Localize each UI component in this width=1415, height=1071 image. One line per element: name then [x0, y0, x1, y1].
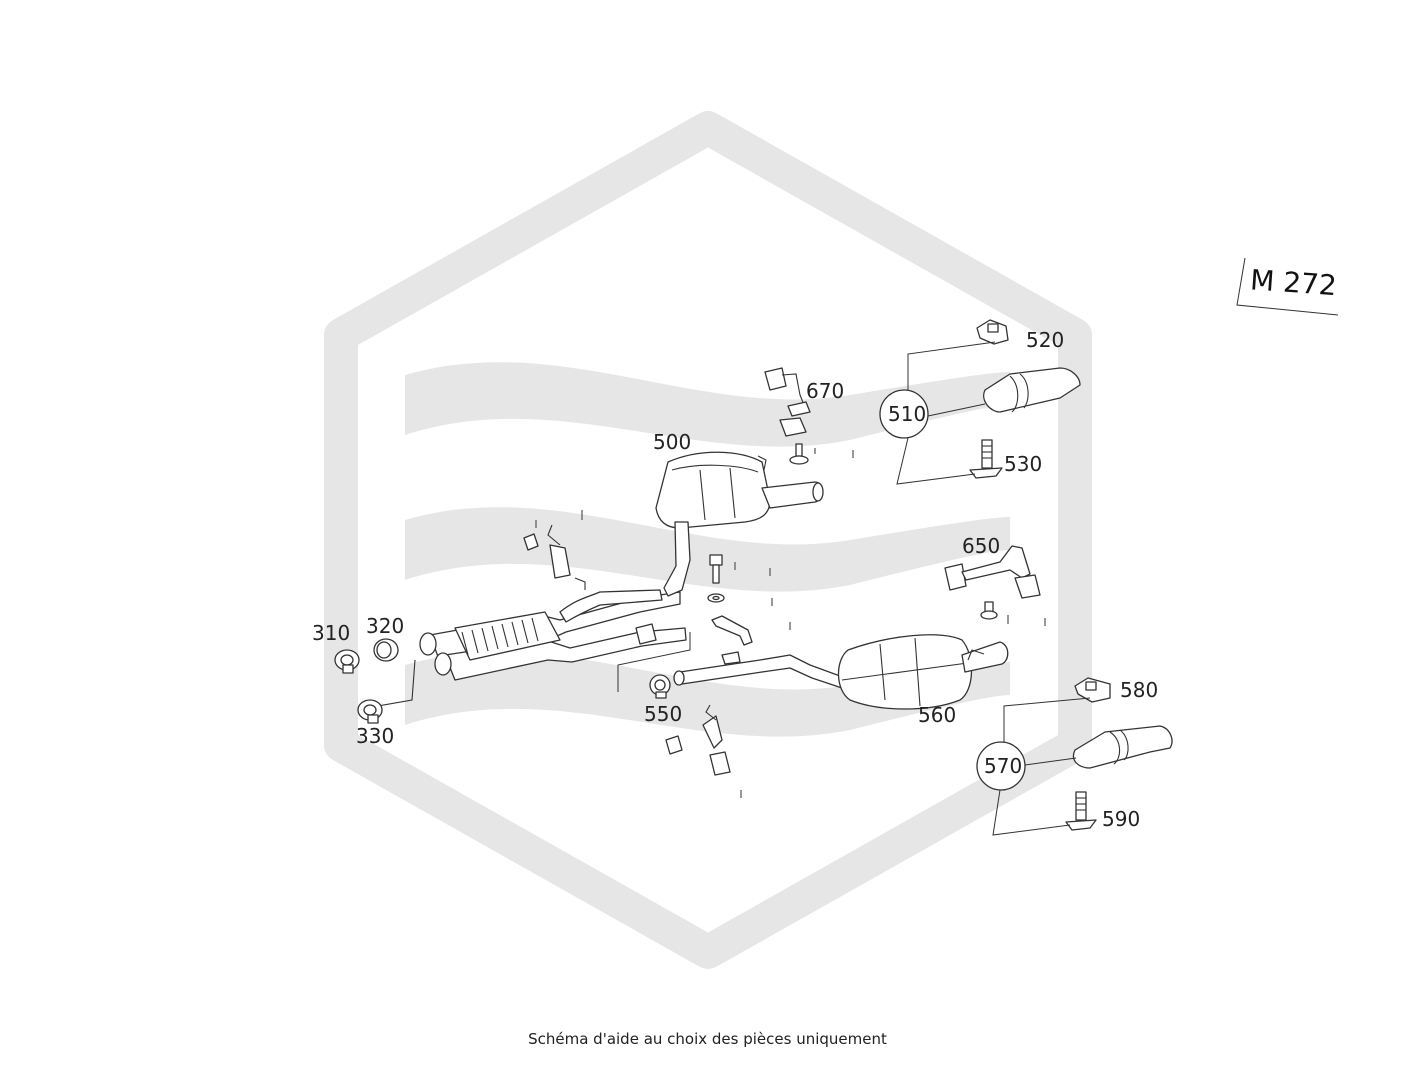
- hanger-670[interactable]: [764, 367, 854, 465]
- middle-muffler-500[interactable]: [655, 451, 824, 597]
- rear-muffler-560[interactable]: [673, 634, 1009, 710]
- callout-320[interactable]: 320: [366, 614, 404, 638]
- watermark-logo: [324, 111, 1092, 969]
- callout-510[interactable]: 510: [888, 402, 926, 426]
- callout-580[interactable]: 580: [1120, 678, 1158, 702]
- diagram-caption: Schéma d'aide au choix des pièces unique…: [528, 1030, 887, 1048]
- callout-560[interactable]: 560: [918, 703, 956, 727]
- clip-nut-580[interactable]: [1074, 677, 1111, 703]
- callout-520[interactable]: 520: [1026, 328, 1064, 352]
- engine-tag-label: M 272: [1249, 263, 1338, 302]
- lead-550: [617, 632, 691, 692]
- callout-670[interactable]: 670: [806, 379, 844, 403]
- screw-590[interactable]: [1065, 791, 1097, 831]
- callout-500[interactable]: 500: [653, 430, 691, 454]
- tailpipe-tip-510[interactable]: [983, 367, 1081, 413]
- group-circle-570: [976, 741, 1026, 791]
- callout-550[interactable]: 550: [644, 702, 682, 726]
- engine-tag: M 272: [1236, 257, 1339, 316]
- bolt-washer-center[interactable]: [707, 554, 773, 606]
- callout-530[interactable]: 530: [1004, 452, 1042, 476]
- hanger-bracket-left[interactable]: [523, 510, 586, 590]
- group-circle-510: [879, 389, 929, 439]
- tailpipe-tip-570[interactable]: [1072, 725, 1173, 769]
- callout-650[interactable]: 650: [962, 534, 1000, 558]
- callout-590[interactable]: 590: [1102, 807, 1140, 831]
- clip-nut-520[interactable]: [976, 319, 1009, 345]
- clamp-310[interactable]: [334, 649, 360, 674]
- callout-570[interactable]: 570: [984, 754, 1022, 778]
- center-bracket[interactable]: [711, 615, 791, 665]
- callout-310[interactable]: 310: [312, 621, 350, 645]
- group-lead-570: [992, 697, 1091, 836]
- front-pipe-assembly[interactable]: [377, 589, 687, 707]
- seal-ring-320[interactable]: [373, 638, 399, 662]
- hanger-bracket-lower[interactable]: [665, 704, 742, 798]
- group-lead-510: [896, 341, 996, 485]
- screw-530[interactable]: [969, 439, 1003, 479]
- clamp-550[interactable]: [649, 674, 671, 699]
- callout-330[interactable]: 330: [356, 724, 394, 748]
- clamp-330[interactable]: [357, 699, 383, 724]
- hanger-650[interactable]: [944, 545, 1046, 626]
